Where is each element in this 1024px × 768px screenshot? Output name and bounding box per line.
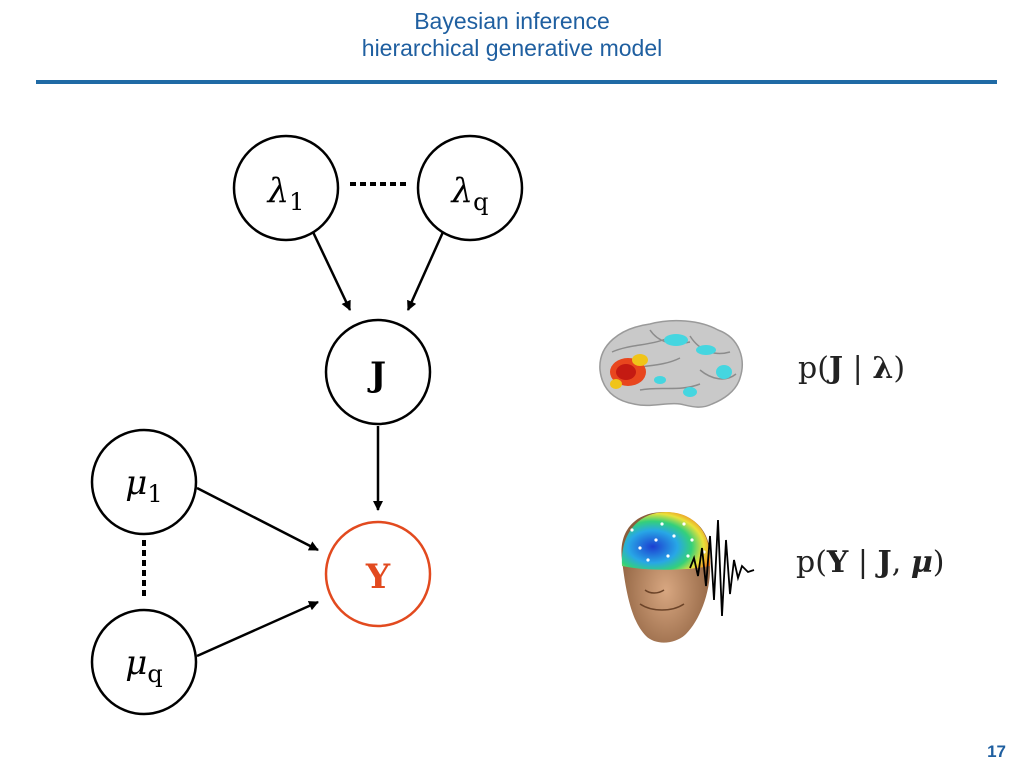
likelihood-formula-Y: Y xyxy=(826,545,849,580)
likelihood-formula-comma: , xyxy=(892,545,911,580)
node-mu-q-symbol: μ xyxy=(125,643,147,683)
prior-formula-bar: | xyxy=(843,351,872,386)
node-mu-q: μq xyxy=(90,608,198,716)
edge-lambda1-to-J xyxy=(311,231,352,311)
likelihood-formula-close: ) xyxy=(933,545,945,580)
node-Y-label: Y xyxy=(365,557,391,597)
head-eeg-icon xyxy=(621,512,755,643)
node-lambda-q: λq xyxy=(416,134,524,242)
svg-text:μ1: μ1 xyxy=(125,463,162,508)
node-lambda-q-symbol: λ xyxy=(450,171,474,211)
prior-formula-lambda: λ xyxy=(872,351,893,386)
likelihood-formula: p(Y | J, μ) xyxy=(796,545,945,580)
edge-mu1-to-Y xyxy=(196,486,319,552)
title-divider xyxy=(36,80,997,84)
likelihood-formula-mu: μ xyxy=(911,545,933,580)
node-mu-1-symbol: μ xyxy=(125,463,147,503)
slide-title: Bayesian inference xyxy=(414,8,610,34)
node-mu-1: μ1 xyxy=(90,428,198,536)
node-J: J xyxy=(324,318,432,426)
brain-activation-icon xyxy=(599,319,743,408)
node-lambda-1-symbol: λ xyxy=(266,171,290,211)
prior-formula-p: p( xyxy=(798,351,829,386)
node-Y: Y xyxy=(324,520,432,628)
prior-formula-close: ) xyxy=(893,351,905,386)
likelihood-formula-bar: | xyxy=(848,545,877,580)
node-mu-q-sub: q xyxy=(147,660,162,688)
edge-lambdaq-to-J xyxy=(406,231,445,311)
svg-text:λ1: λ1 xyxy=(266,171,305,216)
svg-text:λq: λq xyxy=(450,171,489,216)
svg-text:μq: μq xyxy=(125,643,162,688)
prior-formula: p(J | λ) xyxy=(798,351,905,386)
slide-title-block: Bayesian inference hierarchical generati… xyxy=(0,8,1024,62)
page-number: 17 xyxy=(987,742,1006,761)
node-lambda-1: λ1 xyxy=(232,134,340,242)
likelihood-formula-p: p( xyxy=(796,545,827,580)
node-lambda-1-sub: 1 xyxy=(289,188,304,216)
prior-formula-J: J xyxy=(826,351,843,386)
slide-subtitle: hierarchical generative model xyxy=(361,35,663,61)
node-lambda-q-sub: q xyxy=(473,188,488,216)
node-J-label: J xyxy=(367,355,386,395)
edge-muq-to-Y xyxy=(196,600,319,658)
likelihood-formula-J: J xyxy=(875,545,892,580)
node-mu-1-sub: 1 xyxy=(147,480,162,508)
